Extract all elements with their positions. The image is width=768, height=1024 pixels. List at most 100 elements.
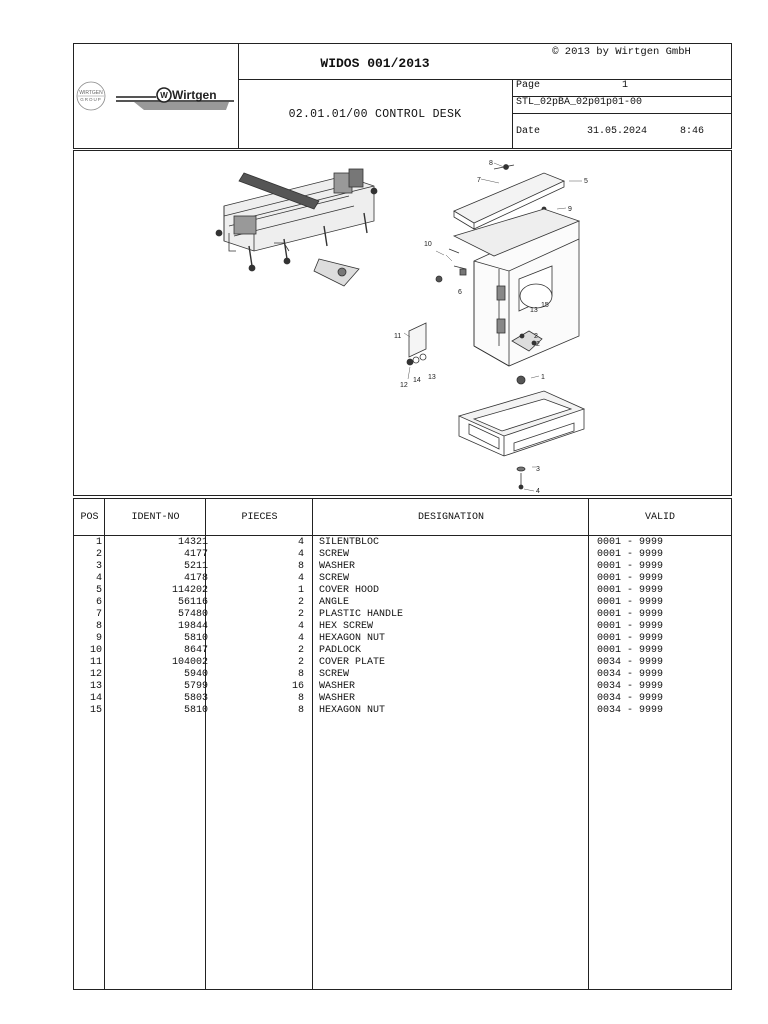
cell-ident-no: 5799 <box>183 681 208 692</box>
cell-designation: COVER PLATE <box>319 657 386 668</box>
cell-valid: 0001 - 9999 <box>597 585 664 596</box>
cell-valid: 0001 - 9999 <box>597 561 664 572</box>
wirtgen-logo: WIRTGEN GROUP W Wirtgen <box>76 81 234 111</box>
column-designation <box>313 499 589 989</box>
svg-text:W: W <box>160 91 168 100</box>
callout-labels: 1 2 3 4 5 6 7 8 9 10 11 12 13 14 15 13 2 <box>394 160 588 495</box>
cell-designation: WASHER <box>319 561 356 572</box>
base-frame-part <box>457 375 586 490</box>
cell-valid: 0034 - 9999 <box>597 669 664 680</box>
callout-9: 9 <box>568 206 572 213</box>
table-row: 3 5211 8 WASHER 0001 - 9999 <box>74 561 731 573</box>
cell-pos: 7 <box>95 609 102 620</box>
cell-pieces: 8 <box>297 693 304 704</box>
cell-designation: HEX SCREW <box>319 621 374 632</box>
date-value: 31.05.2024 <box>587 125 648 137</box>
callout-12: 12 <box>400 382 408 389</box>
machine-overview-illustration <box>215 168 378 287</box>
cell-ident-no: 5803 <box>183 693 208 704</box>
callout-11: 11 <box>394 333 401 340</box>
cell-designation: PLASTIC HANDLE <box>319 609 404 620</box>
cell-valid: 0034 - 9999 <box>597 705 664 716</box>
group-logo-line2: GROUP <box>80 97 102 102</box>
cell-pieces: 4 <box>297 621 304 632</box>
cell-pieces: 8 <box>297 669 304 680</box>
column-pos <box>74 499 105 989</box>
cell-pos: 11 <box>89 657 102 668</box>
cell-pos: 8 <box>95 621 102 632</box>
cell-designation: SCREW <box>319 549 350 560</box>
wirtgen-group-logo: WIRTGEN GROUP <box>76 81 106 111</box>
cell-valid: 0001 - 9999 <box>597 573 664 584</box>
cell-pos: 6 <box>95 597 102 608</box>
cell-designation: WASHER <box>319 681 356 692</box>
cell-valid: 0001 - 9999 <box>597 549 664 560</box>
cell-pos: 15 <box>89 705 102 716</box>
callout-2: 2 <box>536 341 540 348</box>
wirtgen-brand-mark: W Wirtgen <box>116 87 234 110</box>
callout-3: 3 <box>536 466 540 473</box>
cell-valid: 0034 - 9999 <box>597 657 664 668</box>
cell-pieces: 2 <box>297 609 304 620</box>
callout-13: 13 <box>428 374 436 381</box>
cell-ident-no: 57480 <box>177 609 208 620</box>
callout-1: 1 <box>541 374 545 381</box>
cover-hood-part <box>453 164 566 230</box>
callout-5: 5 <box>584 178 588 185</box>
cell-ident-no: 5810 <box>183 705 208 716</box>
cell-ident-no: 4177 <box>183 549 208 560</box>
cell-pos: 14 <box>89 693 102 704</box>
cell-valid: 0001 - 9999 <box>597 633 664 644</box>
header-valid: VALID <box>644 512 675 523</box>
callout-14: 14 <box>413 377 421 384</box>
cell-pieces: 16 <box>291 681 304 692</box>
cell-designation: SCREW <box>319 669 350 680</box>
callout-4: 4 <box>536 488 540 495</box>
cell-designation: COVER HOOD <box>319 585 380 596</box>
cell-pieces: 4 <box>297 549 304 560</box>
copyright-notice: © 2013 by Wirtgen GmbH <box>512 44 731 80</box>
date-label: Date <box>516 125 541 137</box>
cell-valid: 0001 - 9999 <box>597 645 664 656</box>
cell-pieces: 8 <box>297 705 304 716</box>
cell-ident-no: 5940 <box>183 669 208 680</box>
page-number: 1 <box>622 80 629 91</box>
document-title: WIDOS 001/2013 <box>238 44 512 80</box>
cell-ident-no: 8647 <box>183 645 208 656</box>
cell-designation: WASHER <box>319 693 356 704</box>
cell-pieces: 2 <box>297 645 304 656</box>
cell-ident-no: 5211 <box>183 561 208 572</box>
technical-drawing: 1 2 3 4 5 6 7 8 9 10 11 12 13 14 15 13 2 <box>215 160 588 495</box>
header-ident-no: IDENT-NO <box>131 512 180 523</box>
detail-callout-2: 2 <box>534 333 538 340</box>
cell-pieces: 4 <box>297 537 304 548</box>
detail-callout-13: 13 <box>530 307 538 314</box>
cell-pieces: 4 <box>297 633 304 644</box>
callout-15: 15 <box>541 302 549 309</box>
cell-designation: PADLOCK <box>319 645 362 656</box>
table-row: 12 5940 8 SCREW 0034 - 9999 <box>74 669 731 681</box>
cell-ident-no: 5810 <box>183 633 208 644</box>
cell-pos: 5 <box>95 585 102 596</box>
cell-pos: 12 <box>89 669 102 680</box>
header-designation: DESIGNATION <box>417 512 484 523</box>
callout-leaders <box>403 162 582 492</box>
cell-pieces: 2 <box>297 657 304 668</box>
cell-pieces: 8 <box>297 561 304 572</box>
cell-pos: 1 <box>95 537 102 548</box>
cell-valid: 0001 - 9999 <box>597 537 664 548</box>
cell-pos: 3 <box>95 561 102 572</box>
cell-pos: 4 <box>95 573 102 584</box>
cell-valid: 0001 - 9999 <box>597 597 664 608</box>
